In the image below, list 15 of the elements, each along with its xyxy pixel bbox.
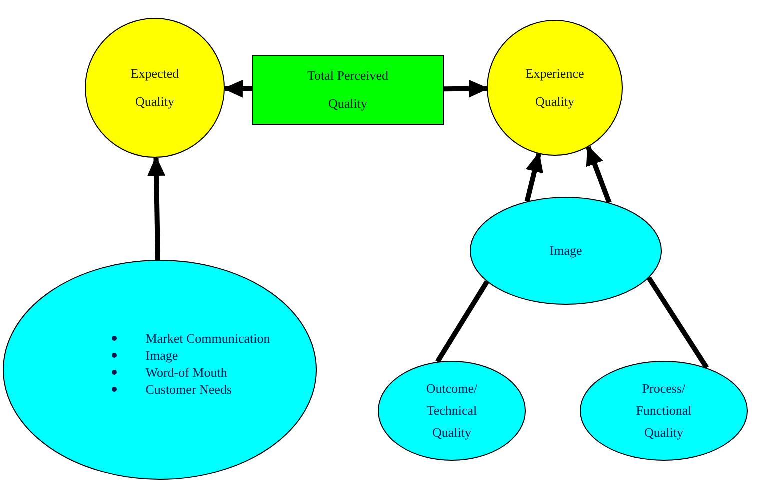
- arrow: [524, 152, 544, 202]
- list-item-text: Customer Needs: [146, 382, 232, 397]
- arrow: [586, 145, 612, 204]
- list-item-text: Word-of Mouth: [146, 365, 228, 380]
- node-label: Outcome/ Technical Quality: [425, 380, 479, 442]
- node-label: Expected Quality: [130, 65, 180, 111]
- node-label: Process/ Functional Quality: [635, 380, 693, 442]
- arrow: [444, 80, 489, 98]
- node-label: Image: [550, 242, 582, 260]
- list-item-text: Market Communication: [146, 331, 270, 346]
- arrow: [223, 80, 252, 98]
- node-label: Experience Quality: [524, 65, 586, 111]
- arrow: [148, 156, 166, 260]
- node-label: Total Perceived Quality: [306, 67, 390, 113]
- list-item-text: Image: [146, 348, 178, 363]
